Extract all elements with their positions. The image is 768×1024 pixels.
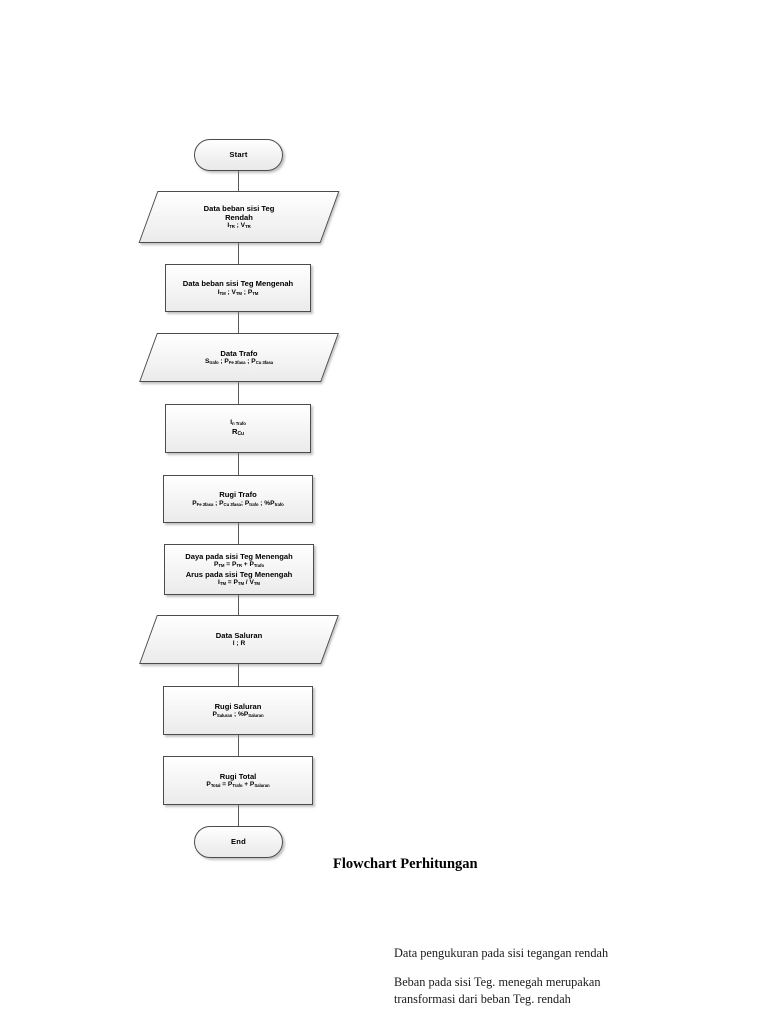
connector-start-to-data-beban-tr bbox=[238, 171, 239, 191]
node-line-3: ITM = PTM / VTM bbox=[218, 578, 260, 586]
connector-trafo-to-in-trafo bbox=[238, 382, 239, 404]
node-line-1: PTotal = PTrafo + PSaluran bbox=[206, 781, 270, 789]
node-line-1: Strafo ; PFe 3fasa ; PCu 3fasa bbox=[205, 358, 273, 366]
node-line-2: ITR ; VTR bbox=[227, 222, 251, 230]
node-line-0: Data Trafo bbox=[220, 348, 258, 358]
node-line-0: Rugi Total bbox=[219, 771, 257, 781]
node-line-1: ITM ; VTM ; PTM bbox=[217, 288, 259, 296]
node-end-line-0: End bbox=[231, 837, 246, 847]
node-line-1: PSaluran ; %PSaluran bbox=[212, 711, 264, 719]
node-line-2: Arus pada sisi Teg Menengah bbox=[185, 569, 293, 579]
node-line-1: RCu bbox=[232, 427, 244, 438]
connector-rugi-saluran-to-total bbox=[238, 735, 239, 756]
note-line-0: Data pengukuran pada sisi tegangan renda… bbox=[394, 946, 609, 960]
note-line-1: Beban pada sisi Teg. menegah merupakan bbox=[394, 975, 601, 989]
node-rugi-saluran[interactable]: Rugi Saluran PSaluran ; %PSaluran bbox=[163, 686, 313, 735]
node-data-beban-teg-rendah[interactable]: Data beban sisi Teg Rendah ITR ; VTR bbox=[138, 191, 340, 243]
node-line-0: Rugi Saluran bbox=[214, 701, 262, 711]
connector-in-trafo-to-rugi-trafo bbox=[238, 453, 239, 475]
note-line-2: transformasi dari beban Teg. rendah bbox=[394, 992, 571, 1006]
connector-saluran-to-rugi-saluran bbox=[238, 664, 239, 686]
connector-data-beban-tr-to-tm bbox=[238, 243, 239, 264]
node-daya-arus-teg-menengah[interactable]: Daya pada sisi Teg Menengah PTM = PTR + … bbox=[164, 544, 314, 595]
node-start-line-0: Start bbox=[229, 150, 248, 160]
connector-daya-tm-to-saluran bbox=[238, 595, 239, 615]
node-end[interactable]: End bbox=[194, 826, 283, 858]
node-line-0: Data Saluran bbox=[215, 630, 263, 640]
node-arus-nominal-trafo[interactable]: In Trafo RCu bbox=[165, 404, 311, 453]
node-line-0: Daya pada sisi Teg Menengah bbox=[185, 552, 293, 562]
node-line-1: l ; R bbox=[232, 640, 246, 648]
node-rugi-trafo[interactable]: Rugi Trafo PFe 3fasa ; PCu 3fasa; Ptrafo… bbox=[163, 475, 313, 523]
node-line-0: Data beban sisi Teg bbox=[203, 203, 275, 213]
connector-rugi-trafo-to-daya-tm bbox=[238, 523, 239, 544]
figure-caption: Flowchart Perhitungan bbox=[333, 856, 478, 872]
node-line-1: PTM = PTR + PTrafo bbox=[213, 561, 265, 569]
node-line-0: Rugi Trafo bbox=[219, 490, 257, 500]
node-line-0: Data beban sisi Teg Mengenah bbox=[182, 279, 294, 289]
node-data-trafo[interactable]: Data Trafo Strafo ; PFe 3fasa ; PCu 3fas… bbox=[139, 333, 339, 382]
node-start[interactable]: Start bbox=[194, 139, 283, 171]
node-data-saluran[interactable]: Data Saluran l ; R bbox=[139, 615, 339, 664]
node-rugi-total[interactable]: Rugi Total PTotal = PTrafo + PSaluran bbox=[163, 756, 313, 805]
node-line-0: In Trafo bbox=[230, 419, 246, 427]
connector-total-to-end bbox=[238, 805, 239, 826]
node-data-beban-teg-menengah[interactable]: Data beban sisi Teg Mengenah ITM ; VTM ;… bbox=[165, 264, 311, 312]
node-line-1: PFe 3fasa ; PCu 3fasa; Ptrafo ; %Ptrafo bbox=[192, 499, 284, 507]
node-line-1: Rendah bbox=[225, 212, 253, 222]
connector-tm-to-data-trafo bbox=[238, 312, 239, 333]
